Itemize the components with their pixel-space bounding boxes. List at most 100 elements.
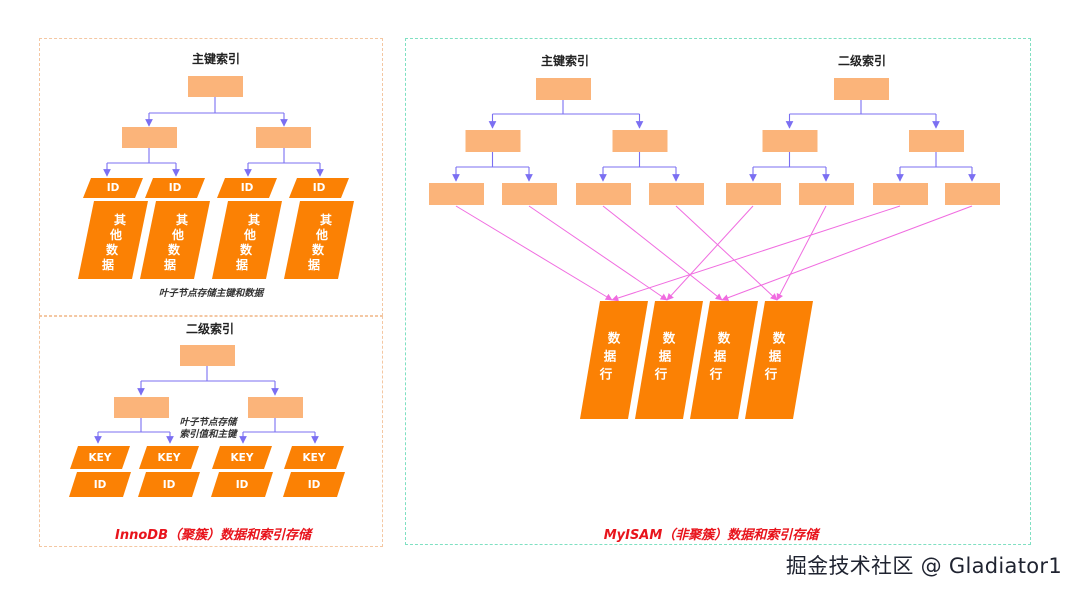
innodb-leaf-primary-id-label: ID (94, 479, 107, 491)
innodb-leaf-key-label: KEY (303, 452, 326, 464)
myisam-secondary-leaf-node (945, 183, 1000, 205)
myisam-pointer-connectors (455, 205, 973, 302)
innodb-leaf-data-char: 数 (312, 242, 325, 257)
myisam-secondary-leaf-node (799, 183, 854, 205)
innodb-leaf-id-cell (217, 178, 277, 198)
innodb-primary-internal-node (122, 127, 177, 148)
innodb-leaf-key-label: KEY (158, 452, 181, 464)
innodb-leaf-data-cell (78, 201, 148, 279)
innodb-leaf-data-char: 他 (315, 227, 328, 242)
myisam-primary-leaf-node (429, 183, 484, 205)
myisam-data-row-char: 行 (654, 367, 668, 382)
myisam-secondary-internal-node (762, 130, 818, 152)
myisam-data-row-char: 行 (599, 367, 613, 382)
myisam-data-row-char: 据 (769, 349, 782, 364)
innodb-leaf-key-cell (284, 446, 344, 469)
innodb-secondary-internal-node (114, 397, 169, 418)
myisam-primary-leaf-node (502, 183, 557, 205)
innodb-leaf-id-label: ID (241, 182, 254, 194)
myisam-data-row-char: 据 (714, 349, 727, 364)
myisam-primary-internal-node (465, 130, 521, 152)
pointer-arrow (455, 205, 613, 301)
innodb-secondary-note-2: 索引值和主键 (179, 429, 237, 440)
innodb-leaf-primary-id-label: ID (163, 479, 176, 491)
innodb-secondary-title: 二级索引 (185, 322, 235, 336)
innodb-primary-internal-node (256, 127, 311, 148)
innodb-secondary-note-1: 叶子节点存储 (179, 417, 237, 428)
myisam-data-row-char: 数 (772, 331, 786, 346)
innodb-leaf-id-label: ID (313, 182, 326, 194)
innodb-primary-panel (39, 38, 383, 316)
myisam-data-row-char: 数 (662, 331, 676, 346)
innodb-leaf-id-label: ID (169, 182, 182, 194)
myisam-data-row-char: 数 (717, 331, 731, 346)
innodb-leaf-note: 叶子节点存储主键和数据 (158, 288, 264, 299)
innodb-leaf-key-cell (139, 446, 199, 469)
innodb-leaf-data-char: 数 (240, 242, 253, 257)
myisam-secondary-root-node (834, 78, 889, 100)
innodb-leaf-key-cell (70, 446, 130, 469)
myisam-primary-title: 主键索引 (540, 54, 590, 68)
innodb-leaf-data-char: 据 (236, 257, 248, 272)
myisam-primary-leaf-node (576, 183, 631, 205)
myisam-primary-internal-node (612, 130, 668, 152)
innodb-leaf-key-label: KEY (231, 452, 254, 464)
myisam-data-row (580, 301, 648, 419)
pointer-arrow (776, 205, 827, 301)
innodb-leaf-primary-id-label: ID (236, 479, 249, 491)
innodb-leaf-key-label: KEY (89, 452, 112, 464)
myisam-secondary-internal-node (909, 130, 964, 152)
pointer-arrow (602, 205, 723, 301)
myisam-data-row-char: 据 (604, 349, 617, 364)
innodb-leaf-data-char: 数 (168, 242, 181, 257)
innodb-leaf-data-cell (284, 201, 354, 279)
innodb-leaf-key-cell (212, 446, 272, 469)
innodb-leaf-data-char: 据 (308, 257, 320, 272)
innodb-primary-root-node (188, 76, 243, 97)
innodb-leaf-primary-id-cell (69, 472, 131, 497)
myisam-primary-leaf-node (649, 183, 704, 205)
pointer-arrow (528, 205, 668, 301)
myisam-data-row-char: 行 (709, 367, 723, 382)
innodb-leaf-primary-id-cell (211, 472, 273, 497)
myisam-panel (405, 38, 1031, 545)
innodb-leaf-id-cell (145, 178, 205, 198)
innodb-leaf-data-char: 其 (114, 212, 126, 227)
innodb-secondary-root-node (180, 345, 235, 366)
myisam-secondary-title: 二级索引 (837, 54, 887, 68)
innodb-leaf-data-char: 他 (171, 227, 184, 242)
innodb-leaf-id-cell (83, 178, 143, 198)
innodb-secondary-internal-node (248, 397, 303, 418)
myisam-caption: MyISAM（非聚簇）数据和索引存储 (603, 528, 819, 543)
myisam-secondary-leaf-node (873, 183, 928, 205)
node-labels: ID其他数据ID其他数据ID其他数据ID其他数据KEYIDKEYIDKEYIDK… (89, 182, 786, 491)
pointer-arrow (721, 205, 973, 302)
innodb-leaf-id-label: ID (107, 182, 120, 194)
pointer-arrow (611, 205, 901, 302)
innodb-leaf-primary-id-cell (138, 472, 200, 497)
myisam-data-row (745, 301, 813, 419)
myisam-data-row (690, 301, 758, 419)
pointer-arrow (675, 205, 778, 301)
innodb-leaf-primary-id-label: ID (308, 479, 321, 491)
innodb-secondary-panel (39, 316, 383, 547)
myisam-secondary-leaf-node (726, 183, 781, 205)
innodb-leaf-data-char: 他 (109, 227, 122, 242)
watermark: 掘金技术社区 @ Gladiator1 (785, 554, 1062, 578)
innodb-leaf-data-char: 据 (102, 257, 114, 272)
myisam-primary-root-node (536, 78, 591, 100)
innodb-leaf-data-char: 他 (243, 227, 256, 242)
innodb-leaf-primary-id-cell (283, 472, 345, 497)
pointer-arrow (666, 205, 754, 301)
innodb-leaf-data-char: 其 (176, 212, 188, 227)
innodb-leaf-data-char: 其 (320, 212, 332, 227)
innodb-leaf-data-char: 其 (248, 212, 260, 227)
myisam-data-row-char: 据 (659, 349, 672, 364)
innodb-leaf-data-cell (212, 201, 282, 279)
innodb-leaf-id-cell (289, 178, 349, 198)
innodb-leaf-data-char: 数 (106, 242, 119, 257)
innodb-caption: InnoDB（聚簇）数据和索引存储 (115, 528, 311, 543)
myisam-data-row-char: 行 (764, 367, 778, 382)
innodb-leaf-data-cell (140, 201, 210, 279)
index-nodes (69, 76, 1000, 497)
